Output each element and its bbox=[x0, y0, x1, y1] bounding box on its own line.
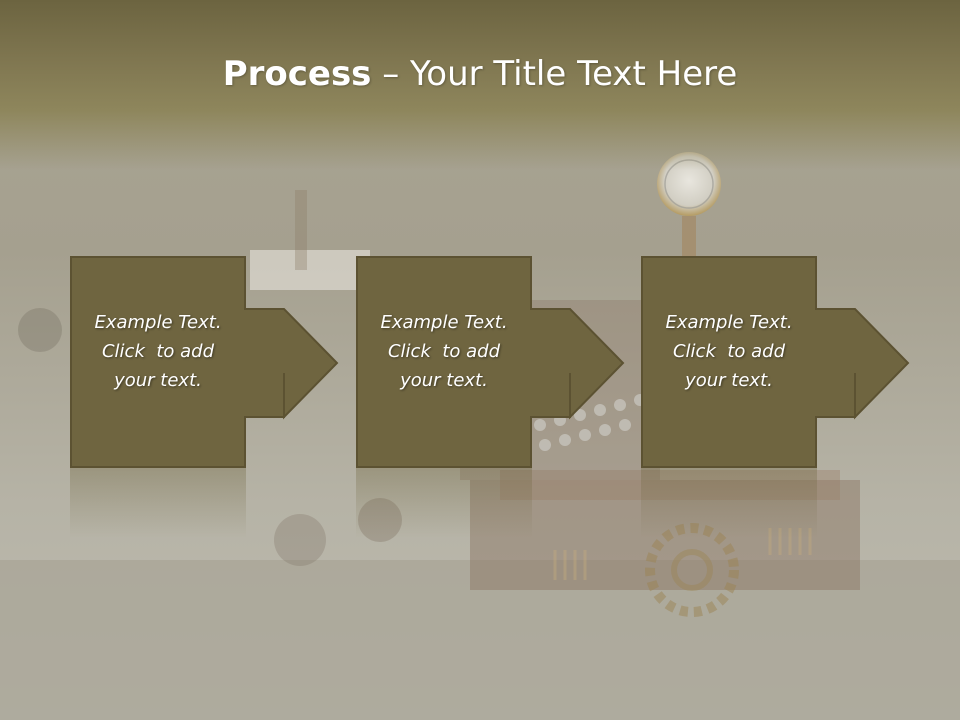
title-band bbox=[0, 0, 960, 170]
title-strong: Process bbox=[222, 54, 372, 94]
step-text[interactable]: Example Text. Click to add your text. bbox=[380, 312, 508, 391]
step-text[interactable]: Example Text. Click to add your text. bbox=[665, 312, 793, 391]
arrow-callout-shape bbox=[641, 256, 910, 468]
step-reflection bbox=[356, 468, 532, 538]
process-step-1[interactable]: Example Text. Click to add your text. bbox=[70, 256, 342, 468]
arrow-callout-shape bbox=[70, 256, 339, 468]
step-reflection bbox=[70, 468, 246, 538]
step-reflection bbox=[641, 468, 817, 538]
title-rest: – Your Title Text Here bbox=[371, 54, 738, 94]
step-text[interactable]: Example Text. Click to add your text. bbox=[94, 312, 222, 391]
process-step-3[interactable]: Example Text. Click to add your text. bbox=[641, 256, 913, 468]
slide-title[interactable]: Process – Your Title Text Here bbox=[0, 52, 960, 96]
process-step-2[interactable]: Example Text. Click to add your text. bbox=[356, 256, 628, 468]
arrow-callout-shape bbox=[356, 256, 625, 468]
